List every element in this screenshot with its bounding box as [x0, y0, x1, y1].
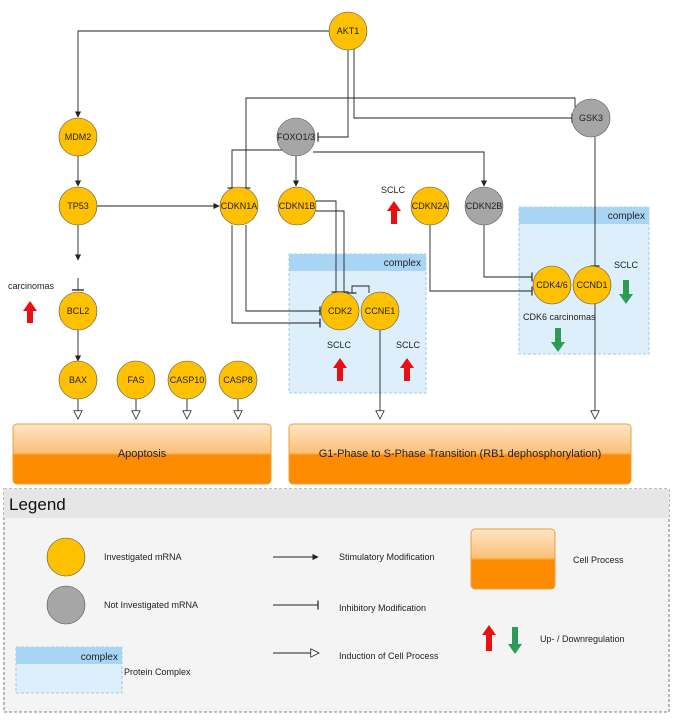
down-arrow-icon	[508, 627, 522, 654]
edge-foxo-cdkn1a	[227, 149, 288, 189]
up-arrow-icon	[333, 358, 347, 381]
annotation-sclc-ccne1: SCLC	[396, 340, 421, 350]
edge-cdkn1a-cdk2-b	[245, 225, 321, 316]
legend-cell-process-swatch	[470, 528, 556, 590]
complex-cdk2-ccne1: complex	[288, 253, 427, 394]
node-cdk46: CDK4/6	[532, 265, 572, 305]
node-label: CDKN2A	[412, 201, 449, 211]
up-arrow-icon	[387, 201, 401, 224]
node-label: CASP8	[223, 375, 253, 385]
legend-title: Legend	[9, 495, 66, 514]
node-ccnd1: CCND1	[572, 265, 612, 305]
up-arrow-icon	[23, 301, 37, 323]
node-label: CDK2	[328, 306, 352, 316]
edges	[72, 30, 595, 419]
edge-cdkn2a-cdk46	[429, 225, 533, 296]
up-arrow-icon	[482, 625, 496, 651]
edge-akt1-foxo	[317, 47, 349, 142]
node-fas: FAS	[116, 360, 156, 400]
process-label: G1-Phase to S-Phase Transition (RB1 deph…	[319, 448, 602, 460]
legend-inhibitory-label: Inhibitory Modification	[339, 603, 426, 613]
annotation-carcinomas: carcinomas	[8, 281, 55, 291]
legend-cell-process-label: Cell Process	[573, 555, 624, 565]
node-mdm2: MDM2	[58, 117, 98, 157]
edge-cdkn2b-cdk46	[483, 225, 533, 282]
legend: Legend Investigated mRNA Not Investigate…	[3, 488, 670, 713]
legend-updown-label: Up- / Downregulation	[540, 634, 625, 644]
node-label: CDKN2B	[466, 201, 503, 211]
node-akt1: AKT1	[328, 11, 368, 51]
edge-ccne1-cdk2	[347, 285, 370, 294]
node-cdk2: CDK2	[320, 291, 360, 331]
node-cdkn2a: CDKN2A	[410, 186, 450, 226]
node-label: CDK4/6	[536, 280, 568, 290]
edge-cdkn1a-cdk2	[231, 225, 321, 328]
edge-cdkn1b-cdk2	[316, 200, 341, 293]
node-label: CDKN1B	[279, 201, 316, 211]
node-label: FOXO1/3	[277, 132, 315, 142]
legend-induction-label: Induction of Cell Process	[339, 651, 439, 661]
node-casp8: CASP8	[218, 360, 258, 400]
node-cdkn2b: CDKN2B	[464, 186, 504, 226]
edge-akt1-gsk3	[353, 48, 573, 123]
complex-label: complex	[608, 211, 645, 222]
node-label: AKT1	[337, 26, 360, 36]
edge-akt1-mdm2	[74, 30, 329, 118]
node-label: CCND1	[576, 280, 607, 290]
legend-complex-swatch: complex	[15, 646, 123, 694]
annotation-sclc-cdk2: SCLC	[327, 340, 352, 350]
node-label: TP53	[67, 201, 89, 211]
legend-investigated-swatch	[46, 537, 86, 577]
up-arrow-icon	[400, 358, 414, 381]
node-bcl2: BCL2	[58, 291, 98, 331]
node-gsk3: GSK3	[571, 98, 611, 138]
annotation-cdk6-carcinomas: CDK6 carcinomas	[523, 312, 596, 322]
legend-complex-label: complex	[81, 652, 118, 663]
legend-investigated-label: Investigated mRNA	[104, 552, 182, 562]
annotation-sclc-ccnd1: SCLC	[614, 260, 639, 270]
legend-protein-complex-label: Protein Complex	[124, 667, 191, 677]
node-label: BCL2	[67, 306, 90, 316]
node-label: MDM2	[65, 132, 92, 142]
process-label: Apoptosis	[118, 448, 167, 460]
annotation-sclc-cdkn2a: SCLC	[381, 185, 406, 195]
edge-cdkn1b-cdk2-b	[316, 210, 349, 293]
node-ccne1: CCNE1	[360, 291, 400, 331]
node-cdkn1a: CDKN1A	[219, 186, 259, 226]
process-g1s: G1-Phase to S-Phase Transition (RB1 deph…	[288, 423, 632, 485]
down-arrow-icon	[619, 280, 633, 304]
edge-foxo-cdkn2b	[313, 151, 488, 187]
down-arrow-icon	[551, 328, 565, 352]
node-label: CDKN1A	[221, 201, 258, 211]
edge-gsk3-cdkn1a	[241, 97, 576, 189]
complex-label: complex	[384, 258, 421, 269]
node-label: BAX	[69, 375, 87, 385]
node-casp10: CASP10	[167, 360, 207, 400]
node-label: FAS	[127, 375, 144, 385]
node-cdkn1b: CDKN1B	[277, 186, 317, 226]
legend-not-investigated-label: Not Investigated mRNA	[104, 600, 198, 610]
legend-not-investigated-swatch	[46, 585, 86, 625]
legend-stimulatory-label: Stimulatory Modification	[339, 552, 435, 562]
node-foxo: FOXO1/3	[276, 117, 316, 157]
node-label: GSK3	[579, 113, 603, 123]
node-tp53: TP53	[58, 186, 98, 226]
node-label: CCNE1	[365, 306, 396, 316]
process-apoptosis: Apoptosis	[12, 423, 272, 485]
node-bax: BAX	[58, 360, 98, 400]
node-label: CASP10	[170, 375, 205, 385]
